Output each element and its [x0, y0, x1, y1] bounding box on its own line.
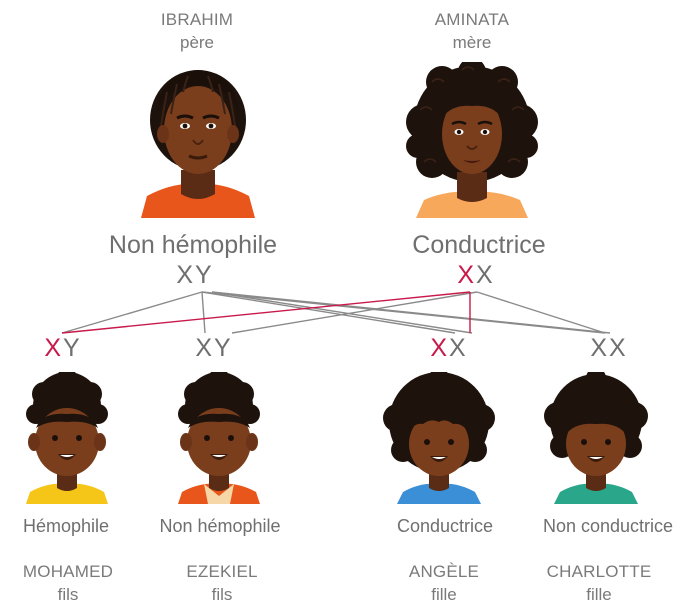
- parent-status: Non hémophile: [108, 231, 278, 259]
- parent-name: AMINATA: [434, 10, 510, 29]
- child-genotype: XY: [44, 334, 81, 362]
- child-genotype: XX: [590, 334, 627, 362]
- line-father-y-to-child-3: [211, 291, 473, 334]
- parent-name: IBRAHIM: [160, 10, 234, 29]
- line-father-y-to-child-4: [211, 291, 611, 334]
- child-role: fils: [57, 585, 79, 604]
- child-portrait-mohamed: [26, 372, 108, 504]
- child-status: Hémophile: [22, 516, 110, 536]
- chromosome-x: X: [590, 334, 609, 362]
- child-genotype: XX: [430, 334, 467, 362]
- line-father-x-to-child-2: [201, 291, 206, 334]
- parent-role: mère: [452, 33, 492, 52]
- chromosome-x-affected: X: [44, 334, 63, 362]
- parent-genotype: XY: [176, 261, 213, 289]
- child-portrait-charlotte: [544, 372, 648, 504]
- chromosome-y: Y: [214, 334, 233, 362]
- child-genotype: XY: [195, 334, 232, 362]
- child-role: fils: [211, 585, 233, 604]
- child-name: EZEKIEL: [186, 562, 258, 581]
- parent-role: père: [179, 33, 215, 52]
- line-mother-x-to-child-2: [231, 291, 478, 334]
- child-status: Non hémophile: [159, 516, 281, 536]
- chromosome-x: X: [176, 261, 195, 289]
- chromosome-x: X: [476, 261, 495, 289]
- line-father-x-to-child-3: [201, 291, 456, 334]
- child-name: MOHAMED: [22, 562, 114, 581]
- child-portrait-angele: [383, 372, 495, 504]
- chromosome-y: Y: [195, 261, 214, 289]
- child-status: Conductrice: [396, 516, 494, 536]
- child-portrait-ezekiel: [178, 372, 260, 504]
- chromosome-y: Y: [63, 334, 82, 362]
- child-name: ANGÈLE: [408, 562, 480, 581]
- chromosome-x: X: [609, 334, 628, 362]
- chromosome-x-affected: X: [430, 334, 449, 362]
- chromosome-x-affected: X: [457, 261, 476, 289]
- mother-portrait: [406, 62, 538, 218]
- chromosome-x: X: [449, 334, 468, 362]
- line-mother-x-to-child-4: [476, 291, 606, 334]
- chromosome-x: X: [195, 334, 214, 362]
- father-portrait: [141, 70, 255, 218]
- parent-genotype: XX: [457, 261, 494, 289]
- line-father-x-to-child-1: [61, 291, 203, 334]
- child-role: fille: [431, 585, 457, 604]
- child-name: CHARLOTTE: [546, 562, 652, 581]
- child-status: Non conductrice: [542, 516, 674, 536]
- child-role: fille: [586, 585, 612, 604]
- line-mother-xred-to-child-1: [61, 291, 471, 334]
- parent-status: Conductrice: [412, 231, 546, 259]
